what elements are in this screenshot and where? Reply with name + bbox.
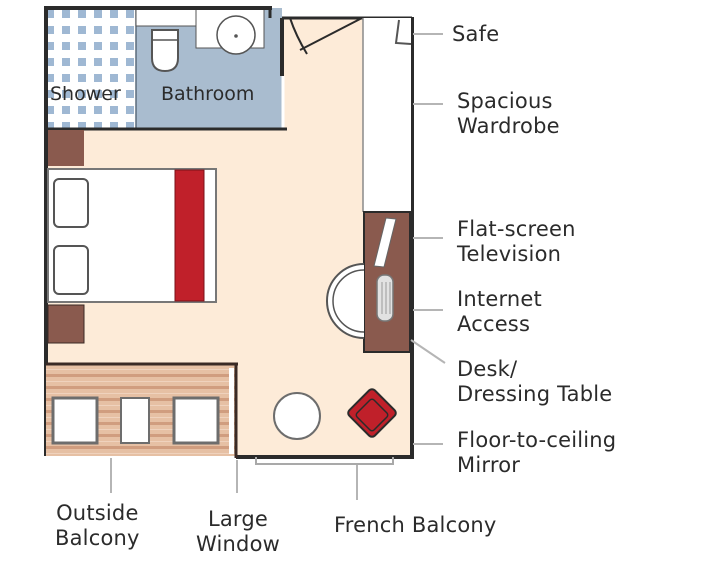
shower-label: Shower xyxy=(50,83,121,105)
nightstand-bottom xyxy=(47,304,85,344)
desk-dressing-table xyxy=(326,211,411,353)
wardrobe-label: Spacious Wardrobe xyxy=(457,89,560,138)
bed-icon xyxy=(47,168,217,303)
wardrobe xyxy=(362,18,412,213)
bathroom-label: Bathroom xyxy=(161,83,254,105)
nightstand-top xyxy=(48,130,84,166)
leader-lines xyxy=(110,33,446,500)
round-table-icon xyxy=(273,392,321,440)
balcony-chair-right xyxy=(172,396,220,445)
toilet-icon xyxy=(151,29,179,73)
internet-access-label: Internet Access xyxy=(457,287,542,336)
balcony-table xyxy=(120,397,150,444)
sink-icon xyxy=(216,15,256,55)
internet-access-icon xyxy=(376,274,394,322)
television-icon xyxy=(373,217,397,268)
desk-label: Desk/ Dressing Table xyxy=(457,357,613,406)
safe-label: Safe xyxy=(452,22,500,46)
television-label: Flat-screen Television xyxy=(457,217,576,266)
outside-balcony xyxy=(46,362,238,458)
bathroom-area xyxy=(46,7,287,131)
french-balcony-railing xyxy=(255,457,394,465)
entry-door-icon xyxy=(289,17,363,55)
armchair-icon xyxy=(347,388,397,438)
balcony-chair-left xyxy=(51,396,99,445)
french-balcony-label: French Balcony xyxy=(334,513,497,537)
outside-balcony-label: Outside Balcony xyxy=(55,501,140,550)
shower-area xyxy=(46,8,136,128)
safe-icon xyxy=(394,19,412,45)
stool-icon xyxy=(326,263,365,339)
large-window-label: Large Window xyxy=(196,507,281,556)
mirror-label: Floor-to-ceiling Mirror xyxy=(457,428,617,477)
